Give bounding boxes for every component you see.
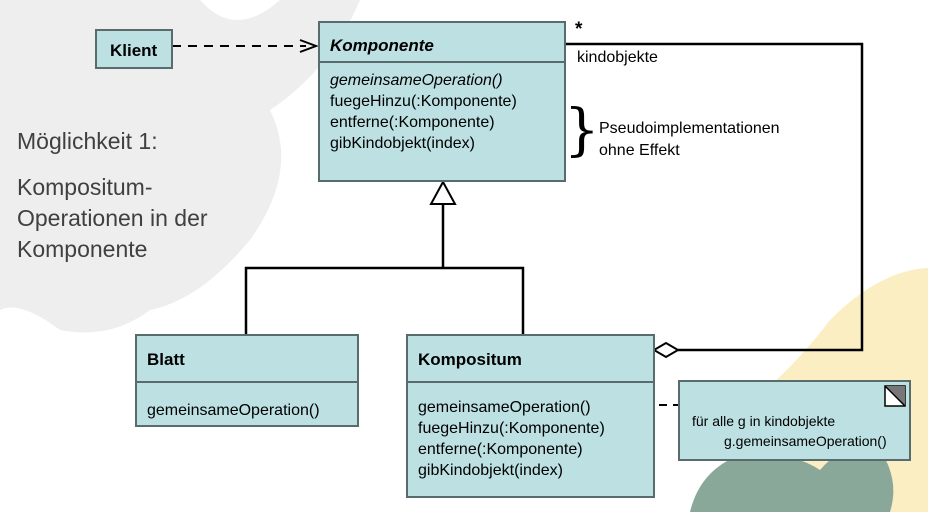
note-box[interactable]: für alle g in kindobjekte g.gemeinsameOp… — [678, 380, 911, 461]
operations-section: gemeinsameOperation() fuegeHinzu(:Kompon… — [320, 61, 564, 154]
multiplicity-label: * — [575, 19, 583, 40]
generalization-branch — [244, 266, 525, 334]
aggregation-line — [566, 42, 864, 352]
option-title: Möglichkeit 1: — [17, 128, 158, 154]
operation-item: gemeinsameOperation() — [147, 402, 320, 419]
class-blatt[interactable]: Blatt gemeinsameOperation() — [135, 334, 359, 427]
note-line: für alle g in kindobjekte — [692, 413, 836, 429]
operation-item: entferne(:Komponente) — [330, 114, 495, 131]
operation-item: fuegeHinzu(:Komponente) — [330, 93, 517, 110]
operation-item: fuegeHinzu(:Komponente) — [418, 420, 605, 437]
operation-item: entferne(:Komponente) — [418, 441, 583, 458]
class-name: Klient — [110, 41, 158, 60]
aggregation-diamond-icon — [652, 341, 680, 359]
option-description-line: Operationen in der — [17, 205, 208, 231]
generalization-triangle-icon — [429, 179, 457, 205]
class-klient[interactable]: Klient — [95, 29, 173, 69]
brace-icon: } — [564, 98, 600, 163]
class-kompositum[interactable]: Kompositum gemeinsameOperation() fuegeHi… — [406, 334, 655, 498]
option-description: Kompositum- Operationen in der Komponent… — [17, 172, 208, 265]
operations-section: gemeinsameOperation() fuegeHinzu(:Kompon… — [408, 381, 653, 481]
class-name: Blatt — [147, 350, 185, 369]
pseudo-line: Pseudoimplementationen — [599, 120, 780, 137]
operation-item: gibKindobjekt(index) — [418, 462, 563, 479]
operation-item: gibKindobjekt(index) — [330, 135, 475, 152]
note-corner-icon — [884, 385, 906, 407]
dependency-arrowhead — [299, 39, 319, 53]
option-description-line: Komponente — [17, 236, 148, 262]
option-description-line: Kompositum- — [17, 174, 153, 200]
pseudo-line: ohne Effekt — [599, 142, 680, 159]
operations-section: gemeinsameOperation() — [137, 381, 357, 425]
class-name: Kompositum — [418, 350, 522, 369]
note-line: g.gemeinsameOperation() — [724, 433, 887, 449]
pseudo-annotation: Pseudoimplementationen ohne Effekt — [599, 118, 780, 162]
class-komponente[interactable]: Komponente gemeinsameOperation() fuegeHi… — [318, 21, 566, 182]
gray-gear-shape — [0, 0, 360, 333]
green-gear-shape — [690, 447, 894, 512]
operation-item: gemeinsameOperation() — [418, 399, 591, 416]
class-name: Komponente — [330, 36, 434, 55]
role-label: kindobjekte — [577, 49, 658, 66]
operation-item: gemeinsameOperation() — [330, 72, 503, 89]
